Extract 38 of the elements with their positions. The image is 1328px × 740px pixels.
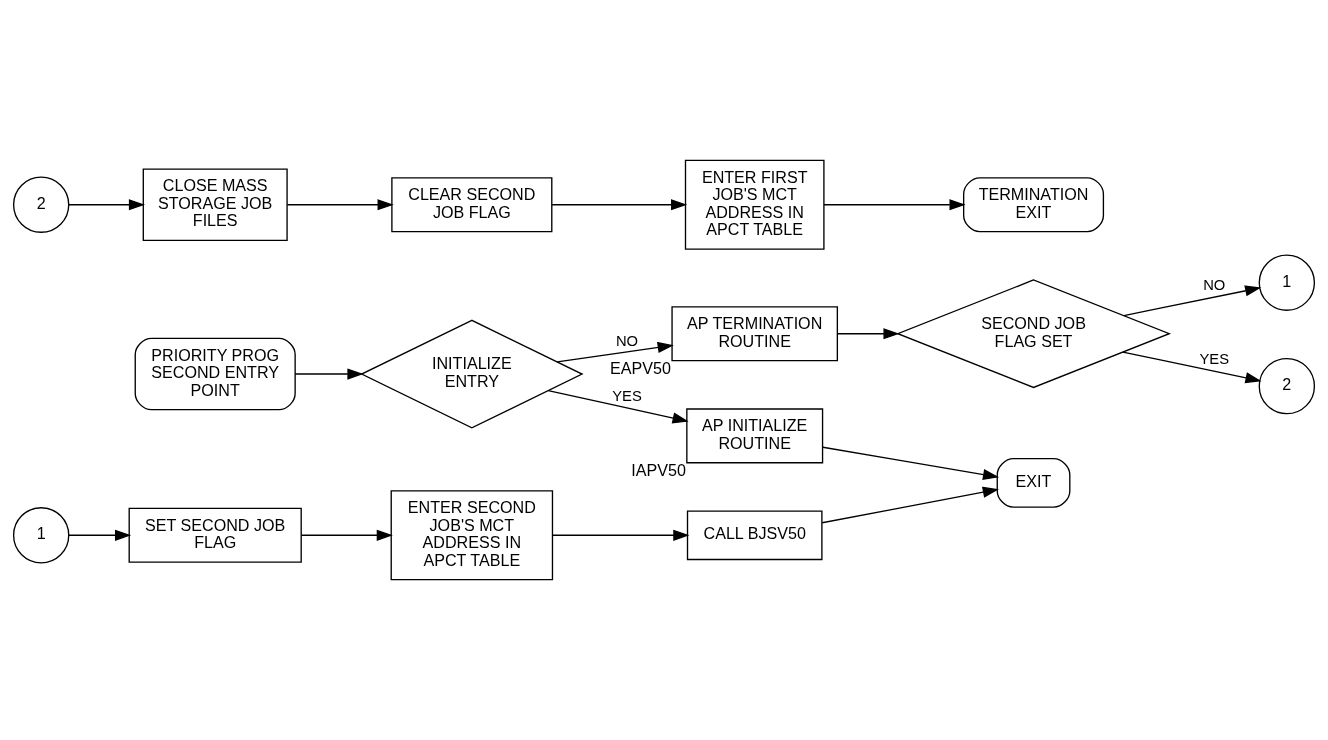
node-box: CLOSE MASS STORAGE JOB FILES <box>142 168 288 241</box>
arrow <box>1122 351 1262 384</box>
arrow <box>300 529 393 541</box>
node-circle: 2 <box>1258 357 1316 415</box>
arrow <box>552 529 690 541</box>
node-circle: 2 <box>12 176 70 233</box>
node-diamond: INITIALIZE ENTRY <box>360 319 584 429</box>
node-box: ENTER SECOND JOB'S MCT ADDRESS IN APCT TABLE <box>390 490 554 581</box>
arrow <box>68 199 146 211</box>
node-box: AP TERMINATION ROUTINE <box>671 306 838 362</box>
node-box: ENTER FIRST JOB'S MCT ADDRESS IN APCT TABLE <box>684 159 825 250</box>
node-box: SET SECOND JOB FLAG <box>128 507 302 563</box>
arrow <box>836 328 900 340</box>
node-label: IAPV50 <box>631 460 686 479</box>
node-box: CLEAR SECOND JOB FLAG <box>391 177 553 233</box>
arrow <box>68 529 132 541</box>
arrow <box>821 486 999 524</box>
arrow <box>547 389 689 424</box>
node-circle: 1 <box>12 507 70 564</box>
arrow <box>823 199 966 211</box>
node-label: EAPV50 <box>610 358 671 377</box>
edge-label: NO <box>1203 277 1226 294</box>
node-diamond: SECOND JOB FLAG SET <box>896 279 1172 389</box>
edge-label: NO <box>615 332 639 349</box>
node-box: EXIT <box>996 458 1071 508</box>
arrow <box>551 199 688 211</box>
node-box: CALL BJSV50 <box>686 510 823 561</box>
edge-label: YES <box>1199 351 1230 368</box>
node-circle: 1 <box>1258 254 1316 311</box>
arrow <box>1123 285 1262 317</box>
arrow <box>286 199 394 211</box>
arrow <box>556 341 674 363</box>
node-box: TERMINATION EXIT <box>963 177 1105 233</box>
arrow <box>822 446 1000 481</box>
node-box: AP INITIALIZE ROUTINE <box>686 408 824 464</box>
node-box: PRIORITY PROG SECOND ENTRY POINT <box>134 337 296 411</box>
edge-label: YES <box>612 387 642 404</box>
arrow <box>294 368 364 380</box>
